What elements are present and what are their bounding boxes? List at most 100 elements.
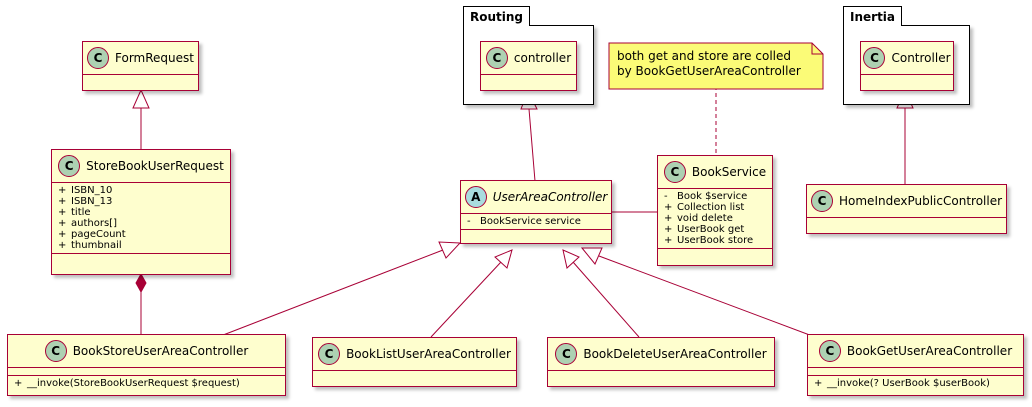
inheritance-line [572, 261, 640, 338]
class-stereotype-icon: C [58, 155, 81, 177]
visibility-marker: + [58, 229, 67, 240]
class-methods [807, 225, 1006, 229]
class-fields [83, 74, 198, 82]
visibility-marker: - [467, 216, 471, 227]
class-field: + ISBN_10 [58, 185, 224, 196]
class-name: HomeIndexPublicController [839, 194, 1003, 208]
class-fields: -Book $service + Collection list +void de… [658, 188, 772, 248]
visibility-marker: + [58, 207, 67, 218]
class-fields [313, 370, 516, 378]
field-text: Collection list [677, 202, 745, 213]
visibility-marker: + [664, 224, 673, 235]
class-field: + authors[] [58, 218, 224, 229]
class-name: BookStoreUserAreaController [72, 344, 249, 358]
class-methods: +__invoke(StoreBookUserRequest $request) [8, 375, 285, 391]
class-form-request[interactable]: C FormRequest [82, 41, 199, 91]
class-methods [83, 82, 198, 86]
class-name: BookListUserAreaController [346, 347, 511, 361]
visibility-marker: + [58, 218, 67, 229]
field-text: Book $service [677, 191, 748, 202]
class-field: + UserBook get [664, 224, 766, 235]
class-methods [861, 82, 953, 86]
class-stereotype-icon: C [818, 340, 841, 362]
class-name: UserAreaController [492, 190, 608, 204]
class-fields [861, 74, 953, 82]
class-name: BookService [691, 165, 767, 179]
class-fields: -BookService service [461, 213, 611, 229]
inheritance-arrowhead [438, 241, 462, 259]
note-shape [608, 42, 824, 90]
class-fields [808, 367, 1023, 375]
class-book-get-user-area-controller[interactable]: C BookGetUserAreaController + __invoke(? U… [807, 334, 1024, 396]
class-book-delete-user-area-controller[interactable]: C BookDeleteUserAreaController [547, 337, 775, 387]
visibility-marker: + [664, 235, 673, 246]
inheritance-line [598, 255, 816, 338]
visibility-marker: + [814, 378, 823, 389]
class-field: +ISBN_13 [58, 196, 224, 207]
class-method: +__invoke(StoreBookUserRequest $request) [14, 378, 279, 389]
field-text: BookService service [480, 216, 581, 227]
class-name: Controller [891, 51, 951, 65]
composition-diamond [135, 272, 147, 294]
class-fields [8, 367, 285, 375]
class-name: FormRequest [115, 51, 194, 65]
class-methods [658, 248, 772, 254]
class-methods: + __invoke(? UserBook $userBook) [808, 375, 1023, 391]
method-text: __invoke(? UserBook $userBook) [827, 378, 990, 389]
class-stereotype-icon: C [811, 190, 833, 212]
inheritance-line [430, 261, 502, 338]
class-book-store-user-area-controller[interactable]: C BookStoreUserAreaController +__invoke(S… [7, 334, 286, 396]
inheritance-arrowhead [494, 249, 513, 269]
class-stereotype-icon: C [87, 47, 109, 69]
field-text: UserBook get [677, 224, 745, 235]
class-field: -Book $service [664, 191, 766, 202]
inheritance-arrowhead [580, 247, 603, 265]
visibility-marker: + [664, 202, 673, 213]
note-line: both get and store are colled [617, 49, 791, 63]
visibility-marker: - [664, 191, 668, 202]
class-fields: +ISBN_10 +ISBN_13 +title +authors[] +pag… [52, 182, 230, 253]
field-text: pageCount [71, 229, 126, 240]
visibility-marker: + [664, 213, 673, 224]
field-text: ISBN_10 [71, 185, 113, 196]
class-fields [807, 217, 1006, 225]
class-stereotype-icon: C [44, 340, 67, 362]
class-name: BookDeleteUserAreaController [583, 347, 767, 361]
class-stereotype-icon: C [555, 343, 578, 365]
class-fields [548, 370, 774, 378]
class-field: +void delete [664, 213, 766, 224]
inheritance-arrowhead [132, 88, 150, 109]
class-inertia-controller[interactable]: C Controller [860, 41, 954, 91]
class-stereotype-icon: C [863, 47, 886, 69]
package-title: Inertia [843, 6, 903, 26]
field-text: UserBook store [677, 235, 754, 246]
inheritance-line [528, 108, 536, 182]
class-stereotype-icon: C [485, 47, 508, 69]
class-user-area-controller[interactable]: A UserAreaController -BookService service [460, 180, 612, 244]
class-name: StoreBookUserRequest [86, 159, 224, 173]
visibility-marker: + [58, 240, 67, 251]
class-field: + UserBook store [664, 235, 766, 246]
package-title: Routing [463, 6, 531, 26]
class-methods [52, 253, 230, 259]
field-text: authors[] [71, 218, 117, 229]
visibility-marker: + [58, 185, 67, 196]
class-method: + __invoke(? UserBook $userBook) [814, 378, 1017, 389]
class-field: + thumbnail [58, 240, 224, 251]
note-line: by BookGetUserAreaController [617, 64, 801, 78]
field-text: thumbnail [71, 240, 122, 251]
class-field: -BookService service [467, 216, 605, 227]
class-methods [481, 82, 576, 86]
class-field: + pageCount [58, 229, 224, 240]
visibility-marker: + [14, 378, 23, 389]
field-text: ISBN_13 [71, 196, 113, 207]
abstract-stereotype-icon: A [464, 186, 487, 208]
class-field: + Collection list [664, 202, 766, 213]
class-fields [481, 74, 576, 82]
class-name: BookGetUserAreaController [846, 344, 1013, 358]
class-home-index-public-controller[interactable]: C HomeIndexPublicController [806, 184, 1007, 234]
